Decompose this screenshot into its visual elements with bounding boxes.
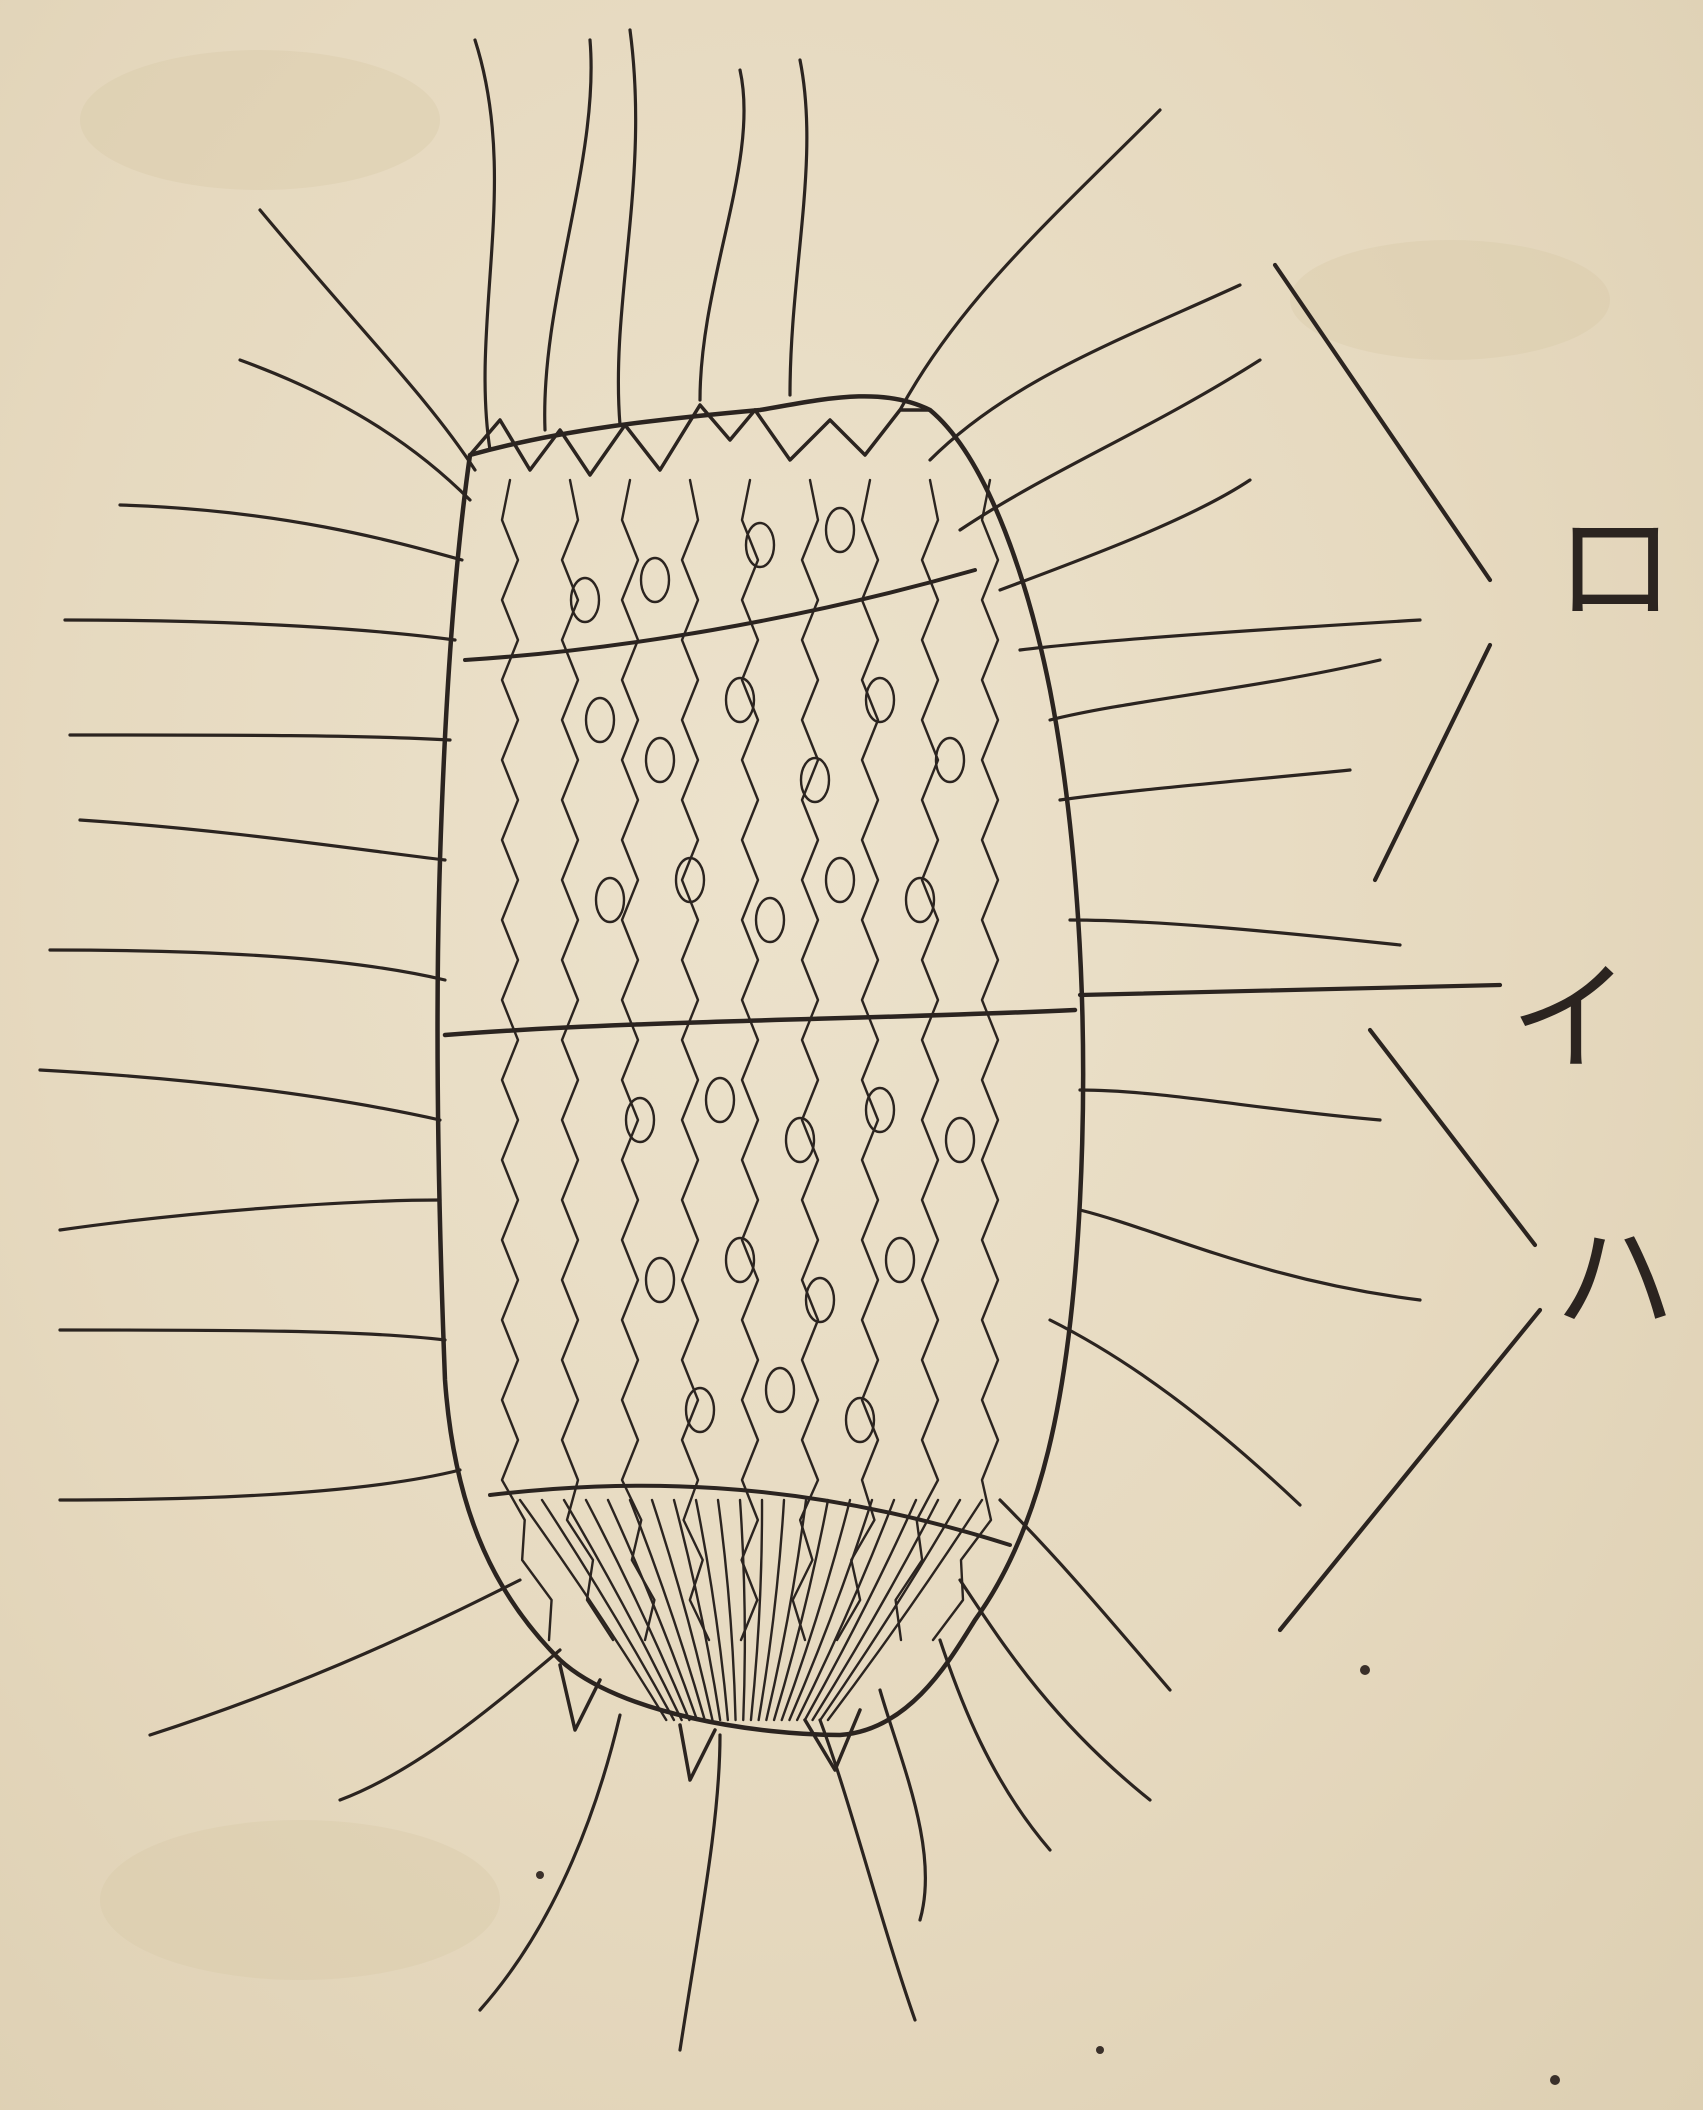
tail-tip-center xyxy=(680,1725,715,1780)
body-rib xyxy=(793,480,818,1640)
lower-band-striation xyxy=(740,1500,745,1720)
band-divider-upper xyxy=(465,570,975,660)
body-cell xyxy=(676,858,704,902)
cilium-hair xyxy=(1080,1210,1420,1300)
body-texture xyxy=(502,480,998,1720)
lower-band-striation xyxy=(828,1500,982,1720)
callout-label-ro: ロ xyxy=(1555,500,1675,639)
body-cell xyxy=(766,1368,794,1412)
body-rib xyxy=(682,480,709,1640)
paper-stains xyxy=(80,50,1610,1980)
cilium-hair xyxy=(940,1640,1050,1850)
callout-label-i: イ xyxy=(1510,950,1630,1089)
body-cell xyxy=(936,738,964,782)
body-rib xyxy=(896,480,938,1640)
body-cell xyxy=(756,898,784,942)
band-divider-middle xyxy=(445,1010,1075,1035)
body-cell xyxy=(746,523,774,567)
body-cell xyxy=(646,1258,674,1302)
cilium-hair xyxy=(680,1735,720,2050)
body-rib xyxy=(933,480,998,1640)
body-cell xyxy=(626,1098,654,1142)
paper-specks xyxy=(536,1665,1560,2085)
cilium-hair xyxy=(900,110,1160,410)
organism-body xyxy=(438,396,1084,1780)
cilium-hair xyxy=(1050,660,1380,720)
cilium-hair xyxy=(1050,1320,1300,1505)
lower-band-striation xyxy=(718,1500,736,1720)
body-cell xyxy=(596,878,624,922)
callout-label-ha: ハ xyxy=(1555,1210,1675,1349)
cilium-hair xyxy=(65,620,455,640)
cilium-hair xyxy=(1060,770,1350,800)
lower-band-striation xyxy=(782,1500,850,1720)
body-rib xyxy=(741,480,758,1640)
body-cell xyxy=(706,1078,734,1122)
body-rib xyxy=(562,480,613,1640)
cilium-hair xyxy=(60,1200,440,1230)
cilium-hair xyxy=(545,40,591,430)
cilium-hair xyxy=(50,950,445,980)
cilium-hair xyxy=(480,1715,620,2010)
body-cell xyxy=(826,508,854,552)
cilium-hair xyxy=(475,40,494,450)
body-rib xyxy=(622,480,654,1640)
cilium-hair xyxy=(960,360,1260,530)
leader-i xyxy=(1080,985,1500,995)
body-cell xyxy=(571,578,599,622)
cilium-hair xyxy=(40,1070,440,1120)
cilium-hair xyxy=(930,285,1240,460)
cilium-hair xyxy=(1020,620,1420,650)
callout-leaders xyxy=(1080,265,1540,1630)
cilium-hair xyxy=(790,60,807,395)
body-rib xyxy=(837,480,878,1640)
cilium-hair xyxy=(150,1580,520,1735)
body-cell xyxy=(826,858,854,902)
cilium-hair xyxy=(700,70,744,400)
lower-band-striation xyxy=(674,1500,720,1720)
body-outline xyxy=(438,396,1084,1735)
body-cell xyxy=(641,558,669,602)
lower-band-striation xyxy=(766,1500,806,1720)
cilium-hair xyxy=(880,1690,925,1920)
cilium-hair xyxy=(70,735,450,740)
cilium-hair xyxy=(618,30,635,425)
lower-band-striation xyxy=(542,1500,674,1720)
cilium-hair xyxy=(240,360,470,500)
body-cell xyxy=(886,1238,914,1282)
cilia-group xyxy=(40,30,1420,2050)
leader-ha-lower xyxy=(1280,1310,1540,1630)
leader-ro-lower xyxy=(1375,645,1490,880)
body-cell xyxy=(586,698,614,742)
body-cell xyxy=(866,1088,894,1132)
cilium-hair xyxy=(60,1470,460,1500)
cilium-hair xyxy=(60,1330,445,1340)
cilium-hair xyxy=(820,1720,915,2020)
cilium-hair xyxy=(1080,1090,1380,1120)
body-cell xyxy=(946,1118,974,1162)
body-cell xyxy=(646,738,674,782)
cilium-hair xyxy=(1070,920,1400,945)
cilium-hair xyxy=(1000,480,1250,590)
cilium-hair xyxy=(340,1650,560,1800)
body-cell xyxy=(686,1388,714,1432)
cilium-hair xyxy=(960,1580,1150,1800)
cilium-hair xyxy=(260,210,475,470)
cilium-hair xyxy=(80,820,445,860)
cilium-hair xyxy=(120,505,462,560)
